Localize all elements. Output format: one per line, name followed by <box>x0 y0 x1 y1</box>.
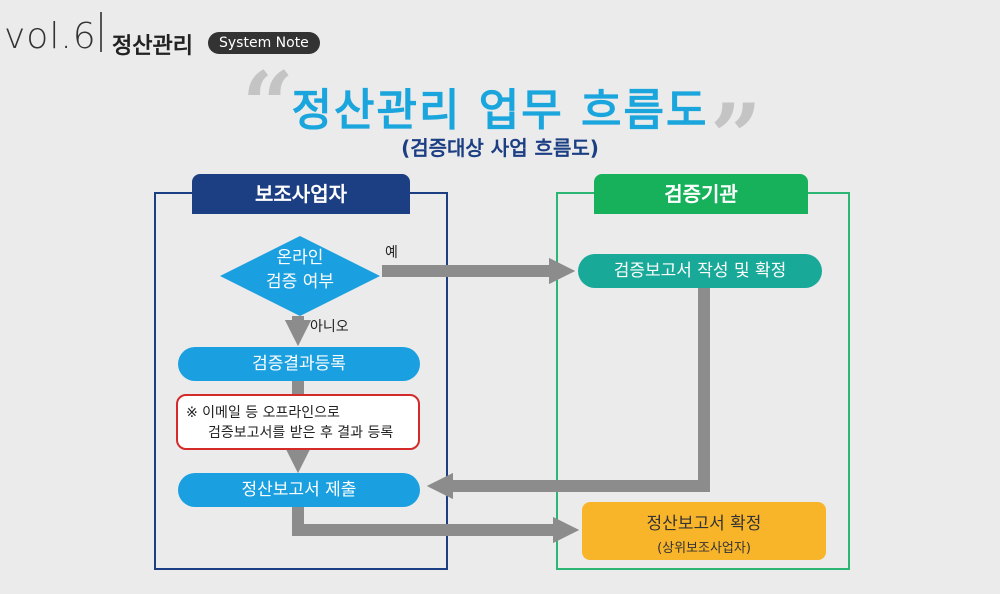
header-divider <box>100 12 102 52</box>
vol-label: vol.6 <box>4 16 97 57</box>
register-result-step: 검증결과등록 <box>178 347 420 381</box>
submit-report-step: 정산보고서 제출 <box>178 473 420 507</box>
no-label: 아니오 <box>310 319 349 335</box>
arrow-submit-final <box>292 507 580 544</box>
verification-agency-header: 검증기관 <box>594 174 808 214</box>
decision-text: 온라인 검증 여부 <box>228 246 372 294</box>
final-sub: (상위보조사업자) <box>657 541 751 556</box>
system-note-badge: System Note <box>208 32 320 54</box>
decision-line1: 온라인 <box>276 248 324 268</box>
close-quote-icon: ” <box>710 84 762 190</box>
yes-label: 예 <box>385 245 398 261</box>
arrow-report-submit <box>426 288 710 500</box>
note-line1: ※ 이메일 등 오프라인으로 <box>186 405 340 421</box>
report-confirm-step: 정산보고서 확정 (상위보조사업자) <box>582 502 826 560</box>
decision-diamond <box>220 236 380 316</box>
offline-note: ※ 이메일 등 오프라인으로 검증보고서를 받은 후 결과 등록 <box>176 394 420 450</box>
decision-line2: 검증 여부 <box>266 272 334 292</box>
subsidy-operator-header: 보조사업자 <box>192 174 410 214</box>
section-title: 정산관리 <box>112 34 193 59</box>
page-subtitle: (검증대상 사업 흐름도) <box>401 136 599 160</box>
verification-report-step: 검증보고서 작성 및 확정 <box>578 254 822 288</box>
note-line2: 검증보고서를 받은 후 결과 등록 <box>208 425 394 441</box>
open-quote-icon: “ <box>242 52 294 158</box>
page-title: 정산관리 업무 흐름도 <box>291 85 709 136</box>
final-main: 정산보고서 확정 <box>646 514 762 534</box>
